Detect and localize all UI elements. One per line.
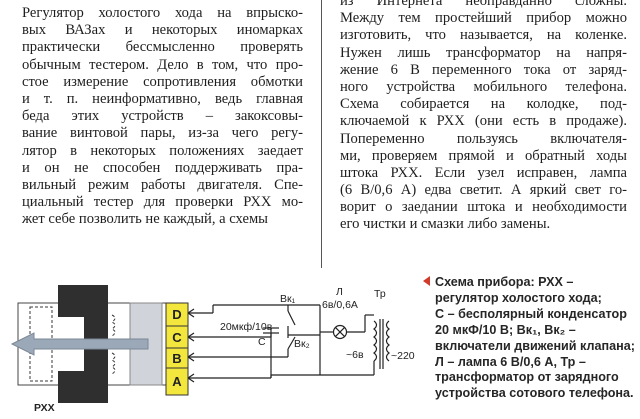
article-text-line: (6 В/0,6 А) едва светит. А яркий свет го… [340, 182, 627, 199]
article-text-line: ного устройства мобильного телефона. [340, 78, 627, 95]
article-left-column: Регулятор холостого хода на впрыско-вых … [22, 5, 303, 228]
article-text-line: вильный режим работы двигателя. Спе- [22, 176, 303, 193]
primary-voltage: ~220в [391, 350, 415, 362]
switch2-label: Вк₂ [294, 338, 310, 350]
article-text-line: штока РХХ. Если узел исправен, лампа [340, 164, 627, 181]
article-text-line: и он не способен поддерживать пра- [22, 159, 303, 176]
solenoid-body [10, 285, 171, 403]
article-text-line: обычным тестером. Дело в том, что про- [22, 56, 303, 73]
caption-line: регулятор холостого хода; [435, 290, 602, 305]
caption-line: включатели движений клапана; [435, 338, 635, 353]
caption-line: 20 мкФ/10 В; Вк₁, Вк₂ – [435, 322, 576, 337]
article-text-line: стое измерение сопротивления обмотки [22, 73, 303, 90]
article-text-line: ключаемой к РХХ (они есть в продаже). [340, 113, 627, 130]
caption-line: устройства сотового телефона. [435, 386, 634, 401]
article-text-line: ми, проверяем прямой и обратный ходы [340, 147, 627, 164]
device-schematic: D C B A РХХ 20мкф/10в C Вк₁ Вк₂ Л 6в/0,6… [10, 285, 415, 414]
article-text-line: Схема собирается на колодке, под- [340, 96, 627, 113]
pin-d-label: D [172, 307, 181, 322]
article-text-line: лятор в некоторых положениях заедает [22, 142, 303, 159]
article-text-line: ворит о заедании штока и необходимости [340, 199, 627, 216]
article-text-line: и т. п. неинформативно, ведь главная [22, 90, 303, 107]
article-text-line: циальный тестер для проверки РХХ мо- [22, 194, 303, 211]
article-text-line: вание винтовой пары, из-за чего регу- [22, 125, 303, 142]
pin-b-label: B [172, 351, 181, 366]
lamp-label: Л [336, 286, 343, 298]
article-text-line: Между тем простейший прибор можно [340, 10, 627, 27]
article-right-column: из Интернета неоправданно сложны.Между т… [340, 0, 627, 234]
article-text-line: практически бессмысленно проверять [22, 39, 303, 56]
capacitor-label: C [258, 336, 266, 348]
article-text-line: изготовить, что называется, на коленке. [340, 27, 627, 44]
article-text-line: жение 6 В переменного тока от заряд- [340, 61, 627, 78]
article-text-line: Нужен лишь трансформатор на напря- [340, 44, 627, 61]
caption-line: трансформатор от зарядного [435, 370, 619, 385]
lamp-value: 6в/0,6А [322, 299, 358, 311]
article-text-line: его чистки и смазки либо замены. [340, 216, 551, 233]
caption-line: С – бесполярный конденсатор [435, 306, 627, 321]
caption-line-text: Схема прибора: РХХ – [435, 275, 574, 289]
capacitor-value: 20мкф/10в [220, 321, 273, 333]
switch1-label: Вк₁ [280, 293, 296, 305]
pin-c-label: C [172, 330, 182, 345]
pin-a-label: A [172, 374, 182, 389]
caption-pointer-icon [423, 276, 430, 286]
figure-caption: Схема прибора: РХХ –регулятор холостого … [423, 275, 635, 402]
article-text-line: Регулятор холостого хода на впрыско- [22, 5, 303, 21]
article-text-line: Попеременно пользуясь включателя- [340, 130, 627, 147]
article-text-line: беда этих устройств – закоксовы- [22, 108, 303, 125]
transformer-label: Тр [374, 288, 386, 300]
caption-line: Схема прибора: РХХ – [423, 275, 635, 291]
device-label: РХХ [34, 402, 55, 414]
article-text-line: из Интернета неоправданно сложны. [340, 0, 627, 9]
caption-line: Л – лампа 6 В/0,6 А, Тр – [435, 354, 586, 369]
article-text-line: жет себе позволить не каждый, а схемы [22, 211, 268, 228]
secondary-voltage: ~6в [346, 349, 364, 361]
article-text-line: вых ВАЗах и некоторых иномарках [22, 22, 303, 39]
column-divider [321, 0, 322, 268]
